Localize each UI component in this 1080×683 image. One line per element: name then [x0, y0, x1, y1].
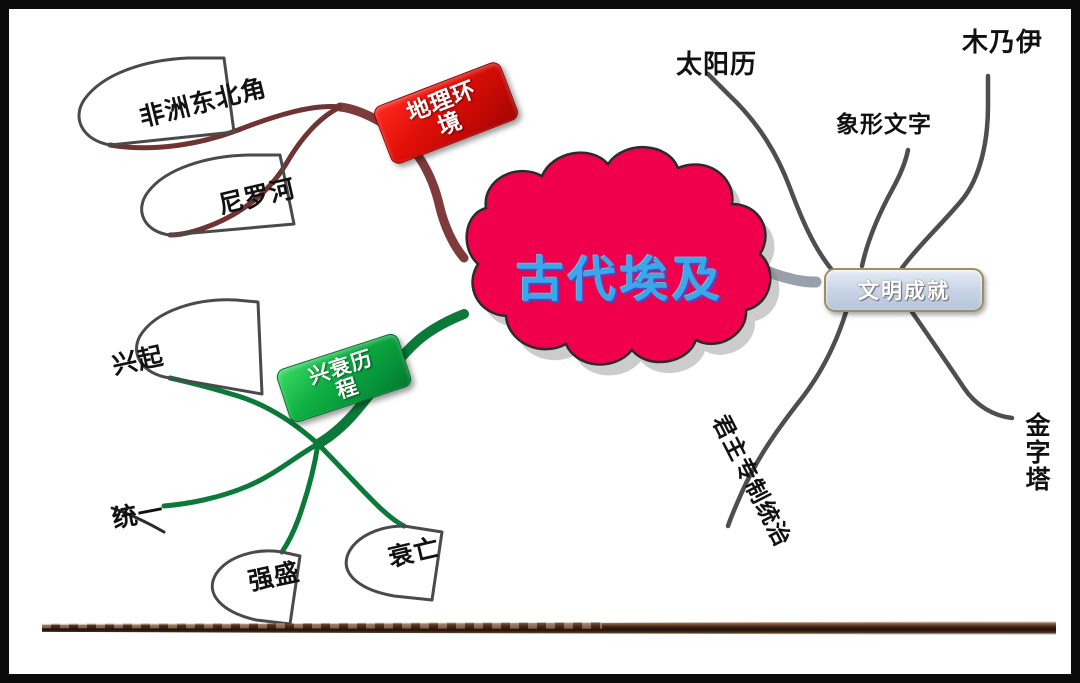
rise-child-4-leaf	[344, 524, 444, 602]
civ-child-mummy-line	[899, 73, 991, 271]
branch-geography-lines	[77, 56, 469, 263]
civ-child-pyramid-line	[909, 309, 1015, 421]
wooden-ruler-decoration	[42, 621, 1056, 635]
geo-child-1-leaf	[77, 56, 236, 147]
geo-child-1-line	[107, 104, 343, 151]
leaf-label-hieroglyphs: 象形文字	[836, 112, 932, 138]
mindmap-canvas: 古代埃及 地理环境 兴衰历程 文明成就 非洲东北角 尼罗河 兴起 统一 强盛 衰…	[12, 12, 1068, 671]
civ-child-monarch-line	[725, 309, 849, 529]
civ-child-hiero-line	[859, 147, 911, 269]
rise-child-4-line	[315, 441, 407, 529]
rise-child-3-leaf	[210, 549, 302, 626]
rise-child-3-line	[279, 441, 321, 555]
geo-trunk	[335, 102, 469, 263]
branch-civilization-lines	[705, 71, 1015, 529]
central-cloud-shape	[465, 145, 780, 376]
rise-child-2-underline	[110, 506, 166, 534]
leaf-label-mummy: 木乃伊	[962, 28, 1044, 58]
rise-child-2-line	[161, 441, 321, 509]
leaf-label-pyramid: 金字塔	[1022, 412, 1051, 493]
mindmap-connectors	[77, 56, 1015, 626]
wooden-ruler-markings	[42, 622, 602, 629]
geo-child-2-leaf	[140, 153, 296, 237]
branch-box-civilization-achievements-label: 文明成就	[858, 279, 950, 303]
branch-box-civilization-achievements[interactable]: 文明成就	[824, 268, 984, 312]
leaf-label-solar-calendar: 太阳历	[676, 50, 758, 80]
cloud-fill	[465, 145, 772, 366]
civ-child-sun-line	[705, 71, 835, 273]
rise-child-1-leaf	[135, 298, 264, 396]
